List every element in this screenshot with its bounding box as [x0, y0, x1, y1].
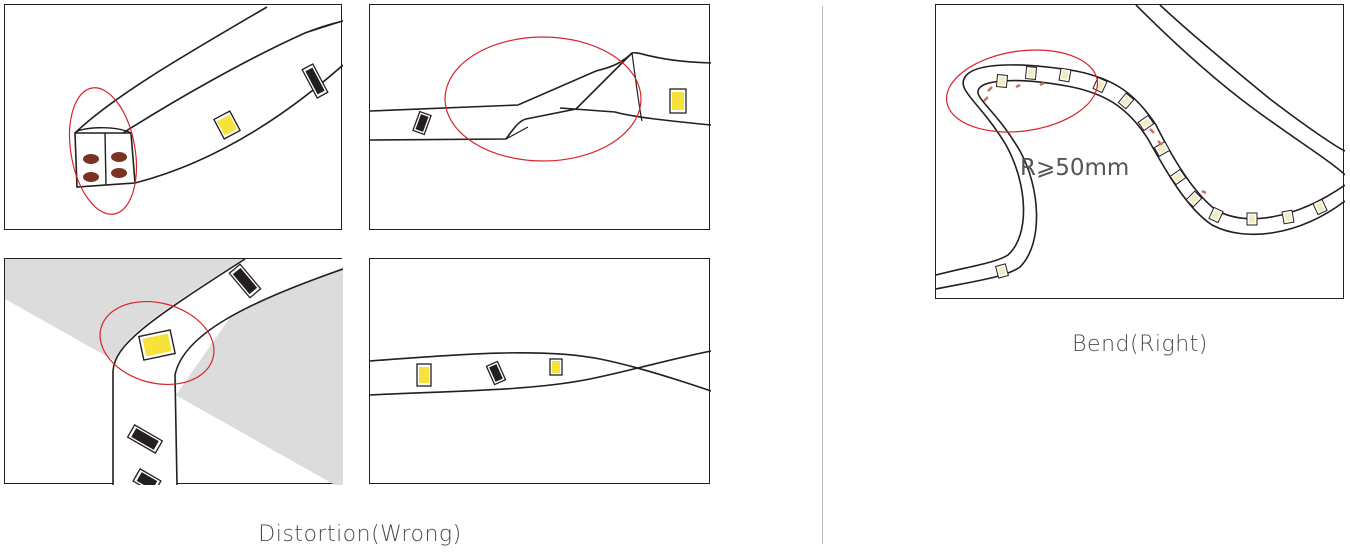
solder-pad	[83, 172, 99, 182]
led-chip	[1281, 209, 1295, 225]
led-chip	[1024, 66, 1038, 80]
highlight-circle	[68, 87, 138, 215]
section-divider	[822, 6, 823, 544]
led-chip	[416, 363, 432, 387]
solder-pad	[111, 152, 127, 162]
led-chip	[1117, 92, 1135, 110]
led-chip	[1208, 206, 1224, 224]
led-chip	[549, 358, 563, 376]
correct-bend-illustration	[936, 5, 1345, 290]
resistor-chip	[301, 63, 329, 99]
highlight-circle	[444, 36, 642, 162]
twisted-strip-illustration	[370, 350, 711, 396]
panel-correct-bend: R⩾50mm	[935, 4, 1345, 299]
panel-corner-bend	[4, 258, 343, 485]
solder-pad	[111, 168, 127, 178]
twisted-end-illustration	[68, 6, 343, 215]
wrong-caption: Distortion(Wrong)	[258, 522, 462, 547]
resistor-chip	[485, 360, 507, 386]
led-chip	[1058, 67, 1072, 83]
led-chip	[1153, 140, 1171, 158]
highlight-circle	[99, 300, 215, 386]
panel-twisted-strip	[369, 258, 711, 484]
led-chip	[213, 110, 241, 140]
led-chip	[995, 263, 1009, 279]
folded-strip-illustration	[370, 36, 711, 162]
led-chip	[1246, 212, 1258, 226]
led-chip	[1169, 168, 1187, 186]
panel-folded-strip	[369, 4, 711, 230]
led-chip	[995, 74, 1009, 88]
right-caption: Bend(Right)	[1072, 332, 1208, 357]
resistor-chip	[228, 263, 262, 299]
led-chip	[138, 329, 176, 361]
highlight-circle	[945, 49, 1099, 133]
resistor-marks	[983, 81, 1207, 195]
led-chip	[1312, 198, 1328, 216]
led-chip	[1137, 114, 1155, 132]
solder-pad	[83, 154, 99, 164]
bend-radius-label: R⩾50mm	[1020, 155, 1130, 181]
led-chip	[1185, 190, 1203, 208]
panel-twisted-end	[4, 4, 343, 230]
corner-bend-illustration	[5, 259, 343, 485]
resistor-chip	[132, 468, 162, 485]
resistor-chip	[126, 424, 164, 454]
led-chip	[669, 88, 687, 114]
resistor-chip	[412, 110, 432, 136]
